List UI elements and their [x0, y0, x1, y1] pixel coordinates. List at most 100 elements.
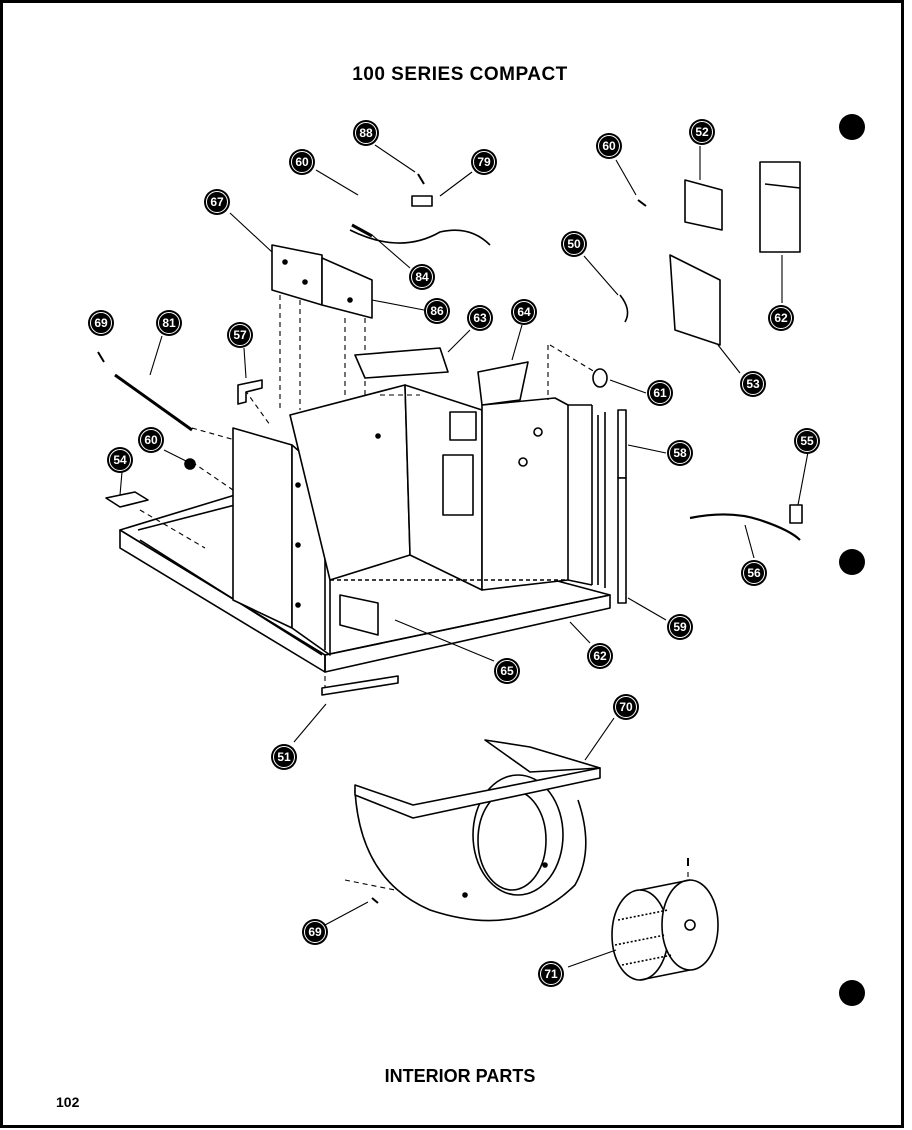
callout-number: 88	[359, 126, 373, 140]
callout-bubble	[768, 305, 794, 331]
callout-number: 65	[500, 664, 514, 678]
baffle-65	[339, 594, 379, 636]
callout-55: 55	[794, 428, 820, 454]
callout-69: 69	[88, 310, 114, 336]
terminal-55	[789, 504, 803, 524]
callout-bubble	[596, 133, 622, 159]
callout-50: 50	[561, 231, 587, 257]
bracket-52	[684, 179, 723, 231]
callout-53: 53	[740, 371, 766, 397]
callout-54: 54	[107, 447, 133, 473]
callout-bubble	[689, 119, 715, 145]
callout-number: 56	[747, 566, 761, 580]
binder-hole-top	[839, 114, 865, 140]
callout-bubble	[740, 371, 766, 397]
assembly-guide-lines	[139, 295, 689, 915]
callout-number: 69	[94, 316, 108, 330]
callout-71: 71	[538, 961, 564, 987]
callout-ring	[473, 151, 495, 173]
control-box-53	[669, 254, 721, 346]
callout-number: 50	[567, 237, 581, 251]
bracket-57	[237, 379, 263, 405]
callout-bubble	[353, 120, 379, 146]
callout-ring	[140, 429, 162, 451]
callout-number: 60	[144, 433, 158, 447]
callout-60: 60	[138, 427, 164, 453]
callout-64: 64	[511, 299, 537, 325]
callout-bubble	[204, 189, 230, 215]
callout-ring	[90, 312, 112, 334]
thermostat-bulb-tube	[349, 229, 491, 246]
callout-number: 54	[113, 453, 127, 467]
callout-63: 63	[467, 305, 493, 331]
callout-ring	[206, 191, 228, 213]
callout-62: 62	[768, 305, 794, 331]
callout-bubble	[667, 614, 693, 640]
rail-59	[617, 477, 627, 604]
callout-ring	[742, 373, 764, 395]
callout-59: 59	[667, 614, 693, 640]
callout-number: 84	[415, 270, 429, 284]
callout-number: 62	[774, 311, 788, 325]
page-number: 102	[56, 1094, 80, 1110]
callout-ring	[598, 135, 620, 157]
callout-70: 70	[613, 694, 639, 720]
callout-ring	[615, 696, 637, 718]
strap-81	[114, 373, 193, 432]
callout-number: 67	[210, 195, 224, 209]
rear-bulkhead	[289, 384, 593, 591]
callout-bubble	[302, 919, 328, 945]
clip-54	[105, 491, 149, 508]
callout-ring	[291, 151, 313, 173]
callout-67: 67	[204, 189, 230, 215]
callout-number: 60	[602, 139, 616, 153]
callout-bubble	[227, 322, 253, 348]
callout-ring	[158, 312, 180, 334]
callout-number: 69	[308, 925, 322, 939]
callout-ring	[469, 307, 491, 329]
rail-58	[617, 409, 627, 479]
callout-number: 57	[233, 328, 247, 342]
callout-bubble	[88, 310, 114, 336]
callout-bubble	[138, 427, 164, 453]
callout-bubble	[467, 305, 493, 331]
callout-69: 69	[302, 919, 328, 945]
callout-number: 70	[619, 700, 633, 714]
diagram-caption: INTERIOR PARTS	[384, 1066, 536, 1086]
callout-58: 58	[667, 440, 693, 466]
seal-strip-51	[321, 675, 399, 696]
blower-wheel-71	[611, 879, 719, 981]
callout-81: 81	[156, 310, 182, 336]
callout-ring	[411, 266, 433, 288]
grommet-61	[592, 368, 608, 388]
callout-bubble	[471, 149, 497, 175]
blower-housing-assembly	[354, 739, 601, 922]
callout-84: 84	[409, 264, 435, 290]
callout-ring	[513, 301, 535, 323]
callout-57: 57	[227, 322, 253, 348]
callout-number: 53	[746, 377, 760, 391]
nut-80	[184, 458, 196, 470]
callout-51: 51	[271, 744, 297, 770]
callout-number: 71	[544, 967, 558, 981]
callout-86: 86	[424, 298, 450, 324]
callout-79: 79	[471, 149, 497, 175]
callout-ring	[691, 121, 713, 143]
callout-ring	[589, 645, 611, 667]
callout-bubble	[424, 298, 450, 324]
insulation-63	[354, 347, 449, 379]
binder-hole-middle	[839, 549, 865, 575]
callout-ring	[109, 449, 131, 471]
callout-number: 63	[473, 311, 487, 325]
callout-number: 59	[673, 620, 687, 634]
callout-number: 86	[430, 304, 444, 318]
spring-84	[351, 223, 373, 238]
callout-bubble	[409, 264, 435, 290]
cover-62	[759, 161, 801, 253]
diagram-title: 100 SERIES COMPACT	[352, 64, 568, 85]
callout-number: 60	[295, 155, 309, 169]
